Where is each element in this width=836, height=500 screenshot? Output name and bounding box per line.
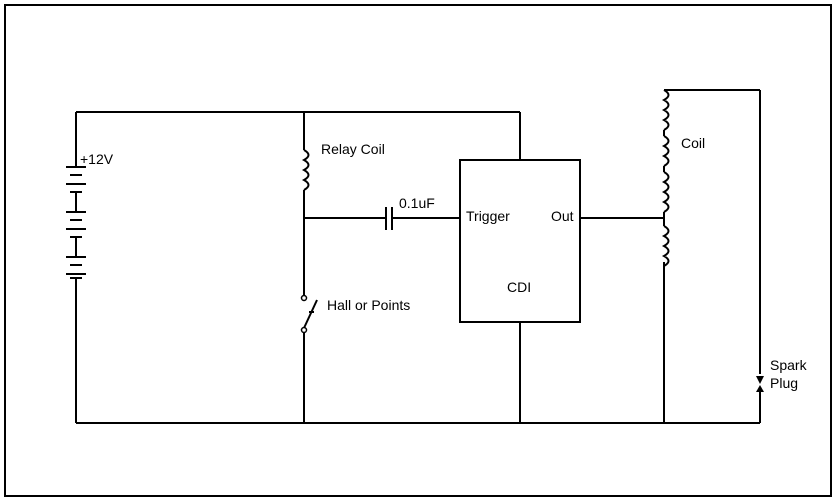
transformer-coil-icon (661, 89, 670, 267)
battery-label: +12V (80, 151, 114, 167)
cdi-box (459, 159, 581, 323)
spark-plug-label-line1: Spark (770, 357, 808, 373)
relay-coil-label: Relay Coil (321, 141, 385, 157)
spark-plug-label-line2: Plug (770, 375, 798, 391)
cdi-label: CDI (507, 279, 531, 295)
wires (75, 89, 761, 424)
diagram-frame (4, 4, 832, 497)
switch-icon (300, 294, 318, 334)
spark-gap-icon (756, 376, 764, 392)
capacitor-label: 0.1uF (399, 195, 435, 211)
inductor-icon (301, 149, 310, 191)
out-label: Out (551, 208, 574, 224)
battery-icon (66, 166, 86, 279)
coil-label: Coil (681, 135, 705, 151)
trigger-label: Trigger (466, 208, 510, 224)
switch-label: Hall or Points (327, 297, 410, 313)
capacitor-icon (385, 207, 393, 230)
